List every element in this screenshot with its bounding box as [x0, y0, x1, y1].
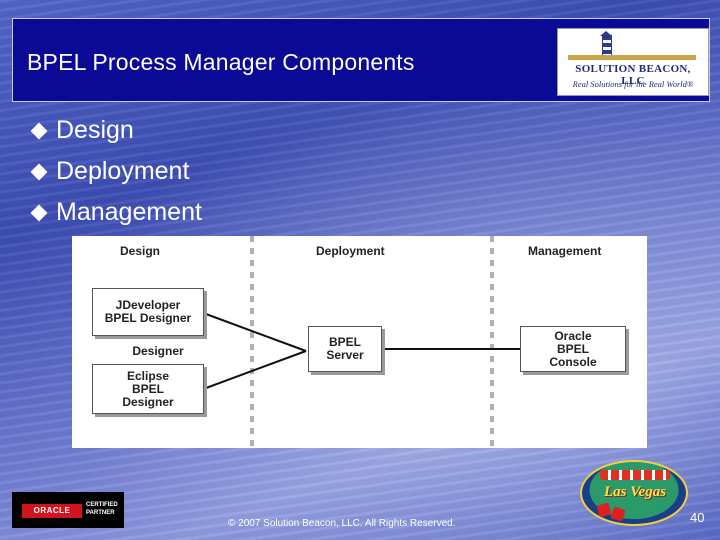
page-number: 40: [690, 510, 705, 525]
dice-icon: [610, 506, 626, 522]
eclipse-bpel-designer-box: Eclipse BPEL Designer: [92, 364, 204, 414]
bullet-item-management: Management: [30, 194, 202, 235]
diamond-bullet-icon: [30, 122, 48, 140]
bullet-item-design: Design: [30, 112, 202, 153]
diamond-bullet-icon: [30, 163, 48, 181]
diamond-bullet-icon: [30, 204, 48, 222]
oracle-certified-text: CERTIFIED PARTNER: [86, 502, 118, 516]
logo-land-stripe: [568, 55, 696, 60]
bullet-text: Design: [56, 116, 134, 144]
logo-tagline: Real Solutions for the Real World®: [572, 79, 694, 89]
las-vegas-text: Las Vegas: [603, 484, 667, 500]
dice-icon: [596, 502, 612, 518]
las-vegas-sign-logo: Las Vegas: [580, 460, 688, 526]
jdeveloper-bpel-designer-box: JDeveloper BPEL Designer: [92, 288, 204, 336]
diagram-connectors: [205, 236, 520, 448]
title-bar: BPEL Process Manager Components SOLUTION…: [12, 18, 710, 102]
logo-brand-text: SOLUTION BEACON, LLC: [575, 63, 691, 87]
bullet-text: Deployment: [56, 157, 190, 185]
bullet-list: Design Deployment Management: [30, 112, 202, 235]
designer-group-label: Designer: [132, 344, 184, 358]
solution-beacon-logo: SOLUTION BEACON, LLC Real Solutions for …: [557, 28, 709, 96]
oracle-certified-partner-badge: ORACLE CERTIFIED PARTNER: [12, 492, 124, 528]
column-header-deployment: Deployment: [316, 244, 385, 258]
slide-title: BPEL Process Manager Components: [27, 49, 415, 75]
oracle-logo-text: ORACLE: [22, 504, 82, 518]
architecture-diagram: Design Deployment Management JDeveloper …: [72, 236, 647, 448]
oracle-bpel-console-box: Oracle BPEL Console: [520, 326, 626, 372]
bullet-text: Management: [56, 198, 202, 226]
bullet-item-deployment: Deployment: [30, 153, 202, 194]
sign-lights-icon: [600, 470, 670, 480]
copyright-footer: © 2007 Solution Beacon, LLC. All Rights …: [228, 518, 456, 529]
connector-jdeveloper-server: [205, 313, 307, 352]
column-header-design: Design: [120, 244, 161, 258]
connector-eclipse-server: [205, 350, 307, 389]
bpel-server-box: BPEL Server: [308, 326, 382, 372]
column-header-management: Management: [528, 244, 602, 258]
lighthouse-icon-cap: [600, 31, 612, 36]
